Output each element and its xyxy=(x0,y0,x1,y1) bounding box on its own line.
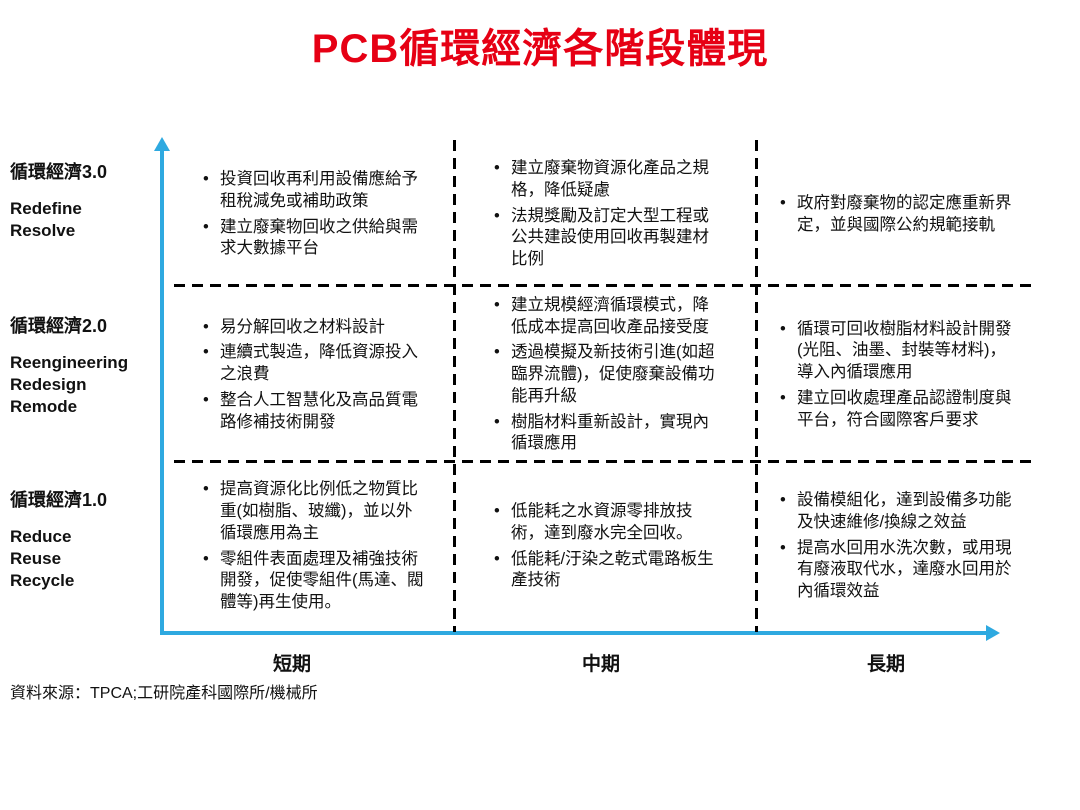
row-label-ce10: 循環經濟1.0 Reduce Reuse Recycle xyxy=(10,486,168,592)
row-label-zh: 循環經濟3.0 xyxy=(10,162,108,182)
bullet-item: 提高資源化比例低之物質比重(如樹脂、玻纖)，並以外循環應用為主 xyxy=(203,479,425,544)
bullet-item: 設備模組化，達到設備多功能及快速維修/換線之效益 xyxy=(780,490,1020,534)
bullet-item: 低能耗/汙染之乾式電路板生產技術 xyxy=(494,549,722,593)
bullet-item: 連續式製造，降低資源投入之浪費 xyxy=(203,342,425,386)
x-axis-line xyxy=(160,631,988,635)
bullet-item: 政府對廢棄物的認定應重新界定，並與國際公約規範接軌 xyxy=(780,193,1020,237)
bullet-list: 易分解回收之材料設計 連續式製造，降低資源投入之浪費 整合人工智慧化及高品質電路… xyxy=(203,317,425,434)
row-label-en-group: Reduce Reuse Recycle xyxy=(10,526,168,592)
bullet-list: 建立廢棄物資源化產品之規格，降低疑慮 法規獎勵及訂定大型工程或公共建設使用回收再… xyxy=(494,158,722,271)
cell-ce30-long: 政府對廢棄物的認定應重新界定，並與國際公約規範接軌 xyxy=(762,142,1038,287)
row-label-zh: 循環經濟1.0 xyxy=(10,490,108,510)
source-note: 資料來源：TPCA;工研院產科國際所/機械所 xyxy=(10,685,318,702)
cell-ce20-long: 循環可回收樹脂材料設計開發(光阻、油墨、封裝等材料)，導入內循環應用 建立回收處… xyxy=(762,289,1038,461)
bullet-item: 易分解回收之材料設計 xyxy=(203,317,425,339)
column-divider-right xyxy=(755,140,758,632)
row-divider-bottom xyxy=(174,460,1036,463)
row-label-en: Reuse xyxy=(10,549,62,569)
column-label-mid-term: 中期 xyxy=(581,654,620,675)
bullet-list: 循環可回收樹脂材料設計開發(光阻、油墨、封裝等材料)，導入內循環應用 建立回收處… xyxy=(780,319,1020,432)
cell-ce10-mid: 低能耗之水資源零排放技術，達到廢水完全回收。 低能耗/汙染之乾式電路板生產技術 xyxy=(462,463,754,630)
row-label-en: Recycle xyxy=(10,571,75,591)
bullet-item: 零組件表面處理及補強技術開發，促使零組件(馬達、閥體等)再生使用。 xyxy=(203,549,425,614)
column-label-short-term: 短期 xyxy=(272,654,311,675)
y-axis-arrow-up-icon xyxy=(154,137,170,151)
row-label-en: Reengineering xyxy=(10,353,129,372)
bullet-list: 政府對廢棄物的認定應重新界定，並與國際公約規範接軌 xyxy=(780,193,1020,237)
bullet-item: 法規獎勵及訂定大型工程或公共建設使用回收再製建材比例 xyxy=(494,206,722,271)
row-label-ce30: 循環經濟3.0 Redefine Resolve xyxy=(10,158,168,242)
bullet-item: 樹脂材料重新設計，實現內循環應用 xyxy=(494,412,722,456)
row-label-en-group: Redefine Resolve xyxy=(10,198,168,242)
row-label-en: Redesign xyxy=(10,375,87,395)
page-title: PCB循環經濟各階段體現 xyxy=(311,27,769,71)
row-label-en-group: Reengineering Redesign Remode xyxy=(10,352,168,418)
row-label-en: Redefine xyxy=(10,199,82,218)
column-divider-left xyxy=(453,140,456,632)
bullet-list: 提高資源化比例低之物質比重(如樹脂、玻纖)，並以外循環應用為主 零組件表面處理及… xyxy=(203,479,425,614)
bullet-item: 提高水回用水洗次數，或用現有廢液取代水，達廢水回用於內循環效益 xyxy=(780,538,1020,603)
bullet-item: 透過模擬及新技術引進(如超臨界流體)，促使廢棄設備功能再升級 xyxy=(494,342,722,407)
bullet-item: 建立廢棄物回收之供給與需求大數據平台 xyxy=(203,217,425,261)
cell-ce20-short: 易分解回收之材料設計 連續式製造，降低資源投入之浪費 整合人工智慧化及高品質電路… xyxy=(178,289,450,461)
bullet-item: 整合人工智慧化及高品質電路修補技術開發 xyxy=(203,390,425,434)
bullet-item: 循環可回收樹脂材料設計開發(光阻、油墨、封裝等材料)，導入內循環應用 xyxy=(780,319,1020,384)
cell-ce10-long: 設備模組化，達到設備多功能及快速維修/換線之效益 提高水回用水洗次數，或用現有廢… xyxy=(762,463,1038,630)
cell-ce30-short: 投資回收再利用設備應給予租稅減免或補助政策 建立廢棄物回收之供給與需求大數據平台 xyxy=(178,142,450,287)
bullet-list: 建立規模經濟循環模式，降低成本提高回收產品接受度 透過模擬及新技術引進(如超臨界… xyxy=(494,295,722,455)
row-label-zh: 循環經濟2.0 xyxy=(10,316,108,336)
y-axis-line xyxy=(160,150,164,635)
bullet-list: 設備模組化，達到設備多功能及快速維修/換線之效益 提高水回用水洗次數，或用現有廢… xyxy=(780,490,1020,603)
row-label-en: Resolve xyxy=(10,221,76,241)
bullet-item: 建立回收處理產品認證制度與平台，符合國際客戶要求 xyxy=(780,388,1020,432)
cell-ce20-mid: 建立規模經濟循環模式，降低成本提高回收產品接受度 透過模擬及新技術引進(如超臨界… xyxy=(462,289,754,461)
row-label-ce20: 循環經濟2.0 Reengineering Redesign Remode xyxy=(10,312,168,418)
bullet-item: 投資回收再利用設備應給予租稅減免或補助政策 xyxy=(203,169,425,213)
row-label-en: Reduce xyxy=(10,527,72,546)
bullet-list: 低能耗之水資源零排放技術，達到廢水完全回收。 低能耗/汙染之乾式電路板生產技術 xyxy=(494,501,722,592)
bullet-item: 建立規模經濟循環模式，降低成本提高回收產品接受度 xyxy=(494,295,722,339)
bullet-item: 建立廢棄物資源化產品之規格，降低疑慮 xyxy=(494,158,722,202)
bullet-item: 低能耗之水資源零排放技術，達到廢水完全回收。 xyxy=(494,501,722,545)
row-divider-top xyxy=(174,284,1036,287)
cell-ce30-mid: 建立廢棄物資源化產品之規格，降低疑慮 法規獎勵及訂定大型工程或公共建設使用回收再… xyxy=(462,142,754,287)
column-label-long-term: 長期 xyxy=(866,654,905,675)
x-axis-arrow-right-icon xyxy=(986,625,1000,641)
bullet-list: 投資回收再利用設備應給予租稅減免或補助政策 建立廢棄物回收之供給與需求大數據平台 xyxy=(203,169,425,260)
cell-ce10-short: 提高資源化比例低之物質比重(如樹脂、玻纖)，並以外循環應用為主 零組件表面處理及… xyxy=(178,463,450,630)
row-label-en: Remode xyxy=(10,397,78,417)
